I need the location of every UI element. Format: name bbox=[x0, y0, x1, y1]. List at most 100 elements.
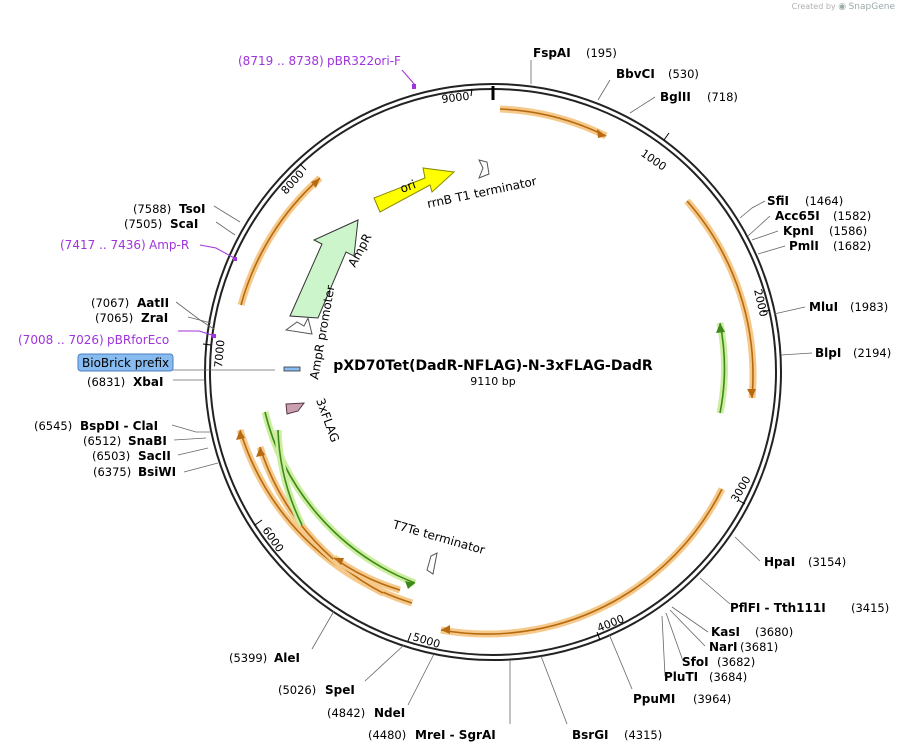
enzyme-kasi-pos: (3680) bbox=[755, 625, 793, 639]
enzyme-fspai-name: FspAI bbox=[533, 46, 571, 60]
enzyme-blpi-name: BlpI bbox=[815, 346, 841, 360]
leader-kasi bbox=[671, 606, 709, 633]
tick-line bbox=[202, 343, 212, 346]
leader-ppumi bbox=[608, 633, 633, 690]
enzyme-scai-pos: (7505) bbox=[124, 217, 162, 231]
flag-label: 3xFLAG bbox=[313, 396, 342, 444]
enzyme-bsrgi-pos: (4315) bbox=[624, 728, 662, 742]
leader-snabi bbox=[173, 437, 207, 441]
credit-brand: SnapGene bbox=[848, 2, 895, 12]
leader-scai bbox=[215, 221, 236, 236]
leader-zrai bbox=[187, 316, 212, 324]
enzyme-sfoi-name: SfoI bbox=[682, 655, 709, 669]
primer-pbrforeco-range: (7008 .. 7026) bbox=[18, 333, 104, 347]
leader-sfoi bbox=[665, 612, 684, 662]
primer-ampr-range: (7417 .. 7436) bbox=[60, 238, 146, 252]
orf-arrowhead-green bbox=[716, 323, 725, 333]
tick-line bbox=[470, 88, 473, 97]
tick-4000: 4000 bbox=[595, 612, 626, 635]
enzyme-tsoi-name: TsoI bbox=[179, 202, 205, 216]
enzyme-fspai-pos: (195) bbox=[586, 46, 617, 60]
orf-arrowhead bbox=[256, 447, 265, 457]
rrnb-terminator-arrow bbox=[478, 159, 490, 179]
enzyme-nari-name: NarI bbox=[709, 640, 738, 654]
leader-acc65i bbox=[747, 215, 771, 237]
ori-label: ori bbox=[398, 177, 417, 195]
tick-7000: 7000 bbox=[212, 339, 227, 368]
enzyme-hpai-pos: (3154) bbox=[808, 555, 846, 569]
enzyme-tsoi-pos: (7588) bbox=[133, 202, 171, 216]
enzyme-leaders bbox=[171, 60, 813, 725]
enzyme-sacii-pos: (6503) bbox=[92, 449, 130, 463]
leader-nari bbox=[669, 609, 706, 647]
flag-feature-arrow bbox=[285, 402, 306, 415]
enzyme-aatii-pos: (7067) bbox=[91, 296, 129, 310]
primer-pbr322ori-range: (8719 .. 8738) bbox=[238, 54, 324, 68]
leader-hpai bbox=[734, 536, 761, 562]
leader-bsrgi bbox=[540, 655, 568, 725]
enzyme-ndei-name: NdeI bbox=[374, 706, 405, 720]
tick-line bbox=[663, 132, 670, 141]
enzyme-kasi-name: KasI bbox=[711, 625, 740, 639]
orf-arc-line bbox=[499, 108, 607, 137]
tick-line bbox=[737, 499, 746, 505]
enzyme-sfii-pos: (1464) bbox=[805, 194, 843, 208]
orf-arrowhead bbox=[441, 625, 450, 634]
leader-clai bbox=[171, 424, 210, 433]
primer-mark-pbrforeco bbox=[212, 334, 216, 338]
enzyme-pluti-pos: (3684) bbox=[709, 670, 747, 684]
ampr-promoter-arrow bbox=[284, 316, 313, 335]
primer-ampr-name: Amp-R bbox=[149, 238, 189, 252]
orf-arrowhead bbox=[311, 178, 320, 188]
biobrick-label-box bbox=[77, 353, 174, 372]
orf-arc-line bbox=[259, 446, 384, 594]
enzyme-xbai-pos: (6831) bbox=[87, 375, 125, 389]
orf-arc-line bbox=[440, 488, 723, 635]
enzyme-mrei-name: MreI - SgrAI bbox=[415, 728, 496, 742]
leader-pbrforeco bbox=[178, 330, 216, 337]
enzyme-zrai-pos: (7065) bbox=[95, 311, 133, 325]
leader-pbr322ori bbox=[401, 69, 416, 86]
plasmid-size: 9110 bp bbox=[470, 375, 515, 388]
enzyme-xbai-name: XbaI bbox=[133, 375, 163, 389]
orf-arc bbox=[499, 105, 608, 140]
enzyme-ndei-pos: (4842) bbox=[327, 706, 365, 720]
enzyme-snabi-pos: (6512) bbox=[83, 434, 121, 448]
enzyme-ppumi-name: PpuMI bbox=[633, 692, 675, 706]
enzyme-zrai-name: ZraI bbox=[141, 311, 168, 325]
enzyme-mlui-name: MluI bbox=[809, 300, 838, 314]
orf-arc-green-line bbox=[277, 429, 303, 526]
leader-aatii bbox=[175, 301, 215, 330]
biobrick-feature bbox=[283, 366, 301, 372]
t7te-terminator-label: T7Te terminator bbox=[390, 517, 486, 557]
enzyme-pmli-pos: (1682) bbox=[833, 239, 871, 253]
leader-alei bbox=[311, 610, 335, 650]
enzyme-bbvci-pos: (530) bbox=[668, 67, 699, 81]
primer-pbr322ori-name: pBR322ori-F bbox=[327, 54, 401, 68]
enzyme-clai-pos: (6545) bbox=[34, 419, 72, 433]
leader-bglii bbox=[629, 96, 656, 114]
enzyme-bbvci-name: BbvCI bbox=[616, 67, 655, 81]
orf-arrowhead bbox=[597, 129, 606, 138]
orf-arcs-green bbox=[261, 322, 728, 589]
leader-mlui bbox=[773, 306, 806, 315]
enzyme-blpi-pos: (2194) bbox=[853, 346, 891, 360]
enzyme-clai-name: BspDI - ClaI bbox=[80, 419, 158, 433]
leader-pluti bbox=[661, 615, 666, 677]
enzyme-sacii-name: SacII bbox=[138, 449, 171, 463]
credit-prefix: Created by bbox=[791, 2, 836, 11]
backbone-outer-circle bbox=[204, 83, 782, 661]
tick-9000: 9000 bbox=[441, 90, 470, 106]
enzyme-pluti-name: PluTI bbox=[664, 670, 698, 684]
enzyme-kpni-name: KpnI bbox=[783, 224, 814, 238]
leader-bbvci bbox=[597, 79, 611, 101]
tick-line bbox=[299, 163, 307, 171]
leader-bsiwi bbox=[183, 462, 219, 473]
orf-arrowhead bbox=[236, 430, 245, 440]
leader-pmli bbox=[757, 245, 786, 255]
orf-arc-line bbox=[686, 200, 754, 399]
enzyme-pflfi-name: PflFI - Tth111I bbox=[730, 601, 826, 615]
orf-arrowhead bbox=[334, 558, 344, 565]
ampr-feature-arrow bbox=[289, 219, 359, 319]
